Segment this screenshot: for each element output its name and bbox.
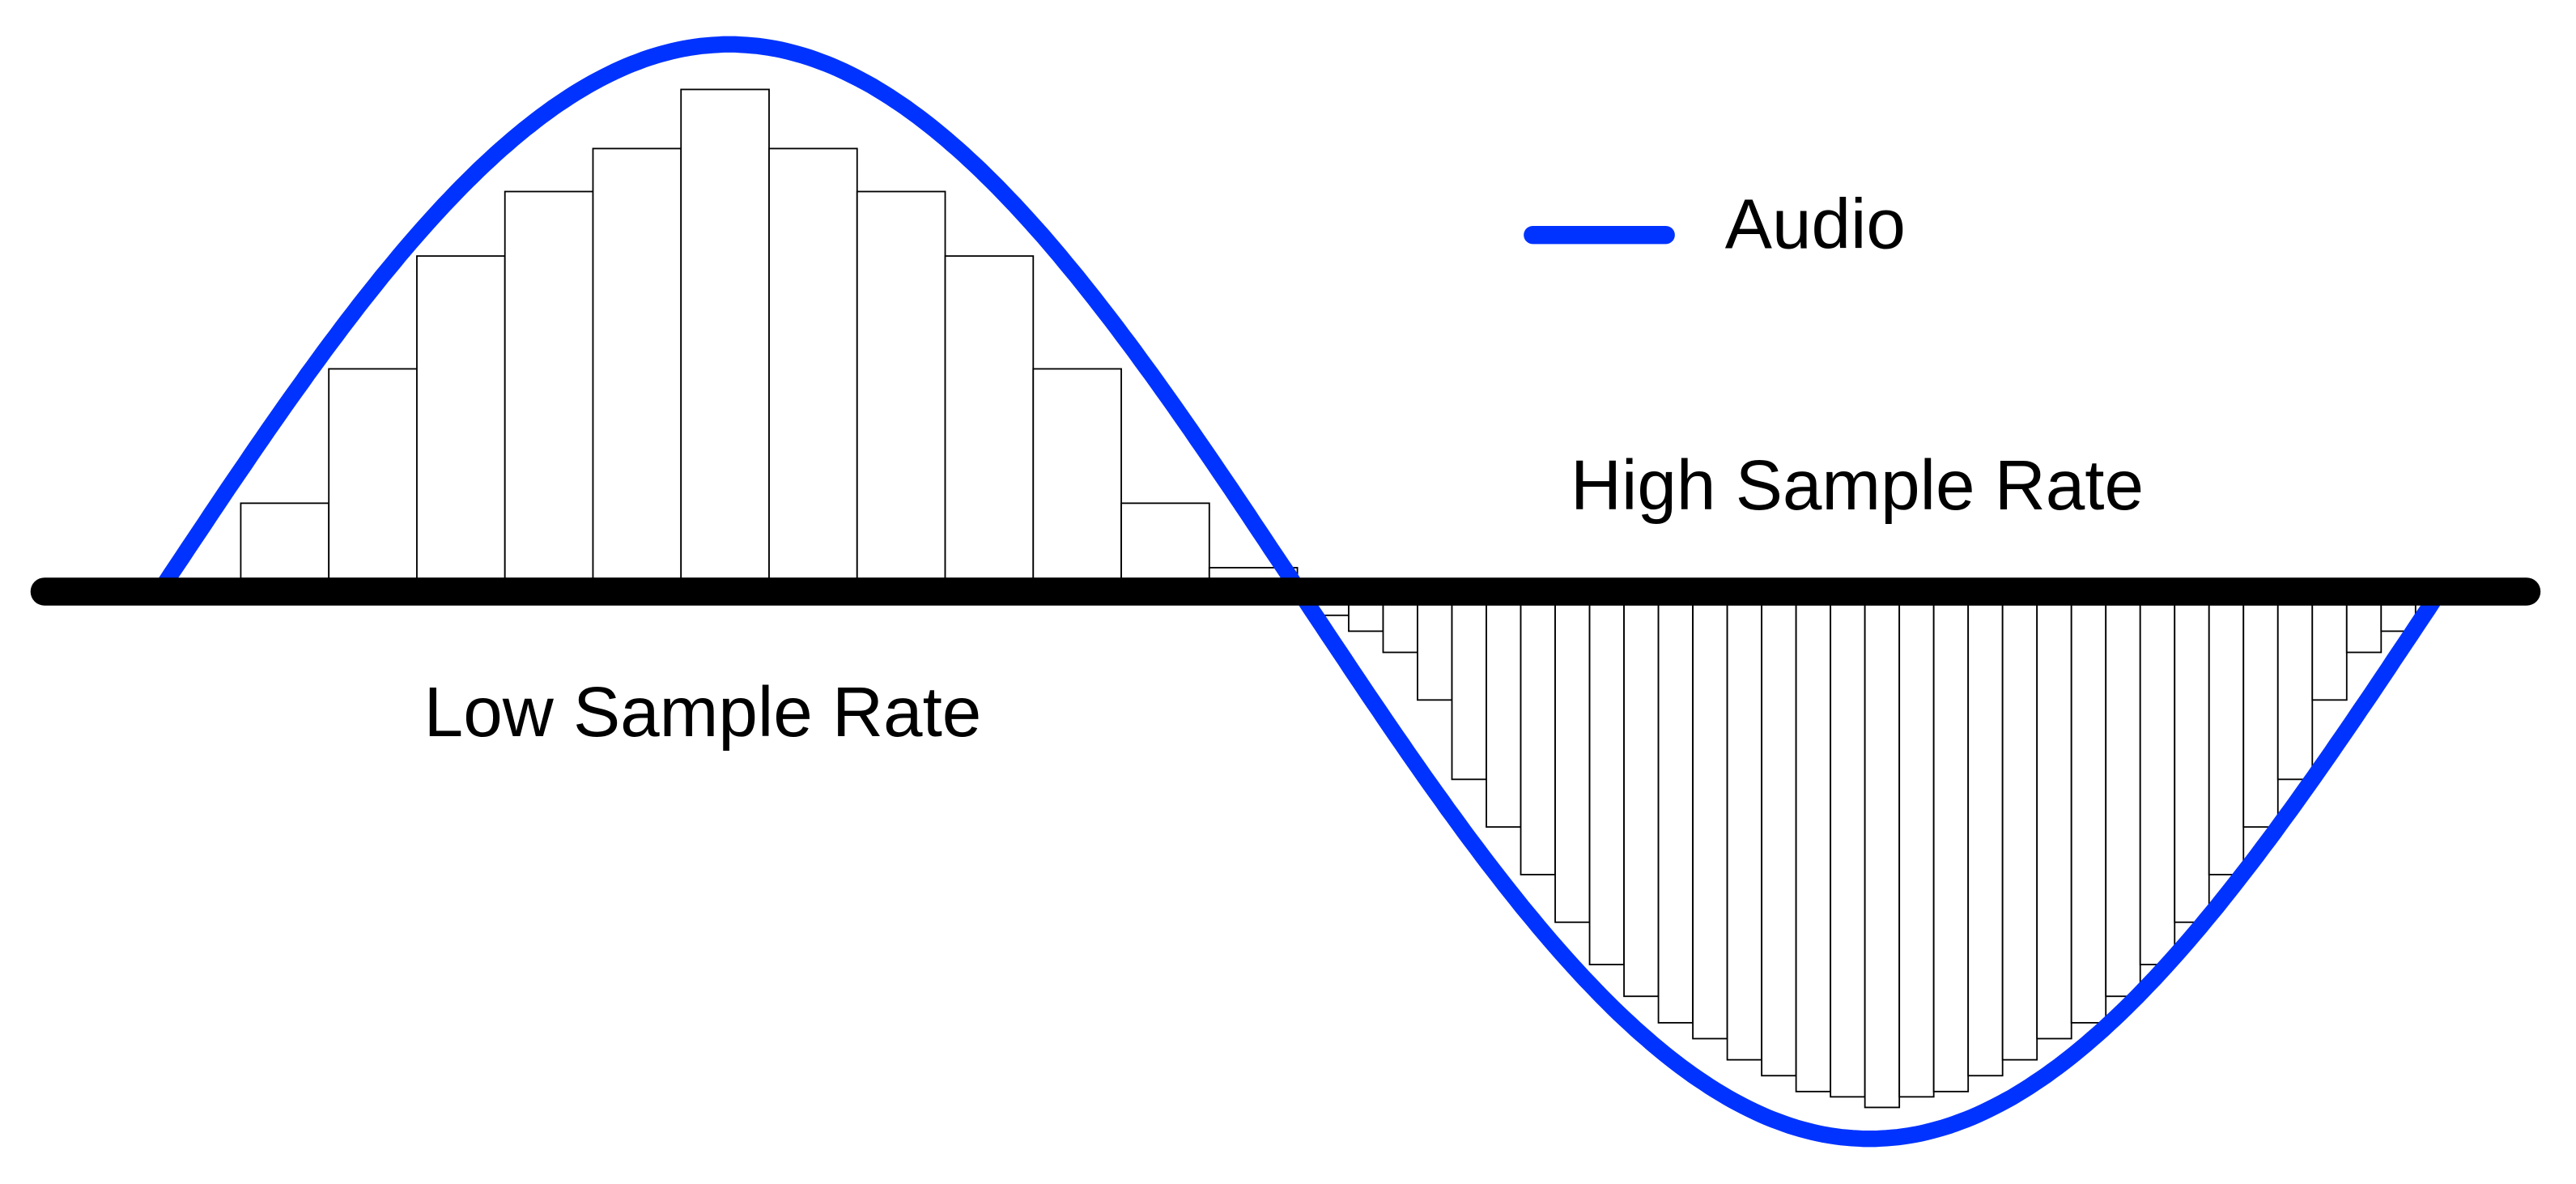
sample-bar (1451, 603, 1487, 781)
sample-bar (680, 88, 770, 580)
sample-bar (944, 255, 1035, 580)
sample-bar (1520, 603, 1556, 875)
sample-bar (1864, 603, 1901, 1109)
sample-bar (2208, 603, 2245, 875)
sample-bar (1554, 603, 1591, 923)
sample-bar (1657, 603, 1694, 1024)
sample-bar (1830, 603, 1866, 1098)
sample-bar (592, 147, 682, 580)
sample-bar (416, 255, 506, 580)
sample-bar (328, 368, 418, 580)
sample-bar (2242, 603, 2279, 828)
sample-bar (2001, 603, 2038, 1061)
legend-label-audio: Audio (1725, 185, 1906, 263)
sample-bar (1761, 603, 1797, 1077)
sample-bar (1932, 603, 1970, 1092)
sample-bar (2070, 603, 2107, 1024)
sample-bar (2345, 603, 2383, 654)
sample-bar (2105, 603, 2141, 998)
sample-bar (1486, 603, 1522, 828)
high-sample-rate-bars (1313, 603, 2417, 1109)
sample-bar (2276, 603, 2314, 781)
sample-bar (2311, 603, 2348, 701)
sample-bar (1120, 502, 1210, 580)
sample-bar (240, 502, 330, 580)
sample-bar (856, 190, 946, 580)
sample-bar (1623, 603, 1660, 998)
sample-bar (1032, 368, 1122, 580)
sample-bar (1692, 603, 1728, 1040)
high-sample-rate-label: High Sample Rate (1571, 446, 2144, 525)
sample-bar (1417, 603, 1453, 701)
sample-bar (2036, 603, 2072, 1040)
sample-bar (1382, 603, 1418, 654)
sample-bar (1588, 603, 1625, 965)
low-sample-rate-label: Low Sample Rate (424, 673, 982, 752)
sample-bar (2174, 603, 2210, 923)
low-sample-rate-bars (240, 88, 1299, 580)
sample-bar (1726, 603, 1763, 1061)
sample-bar (1348, 603, 1384, 632)
sample-bar (504, 190, 594, 580)
sample-bar (1898, 603, 1935, 1098)
sample-bar (768, 147, 858, 580)
sample-bar (1967, 603, 2004, 1077)
sample-bar (2139, 603, 2176, 965)
sample-bar (1795, 603, 1832, 1092)
